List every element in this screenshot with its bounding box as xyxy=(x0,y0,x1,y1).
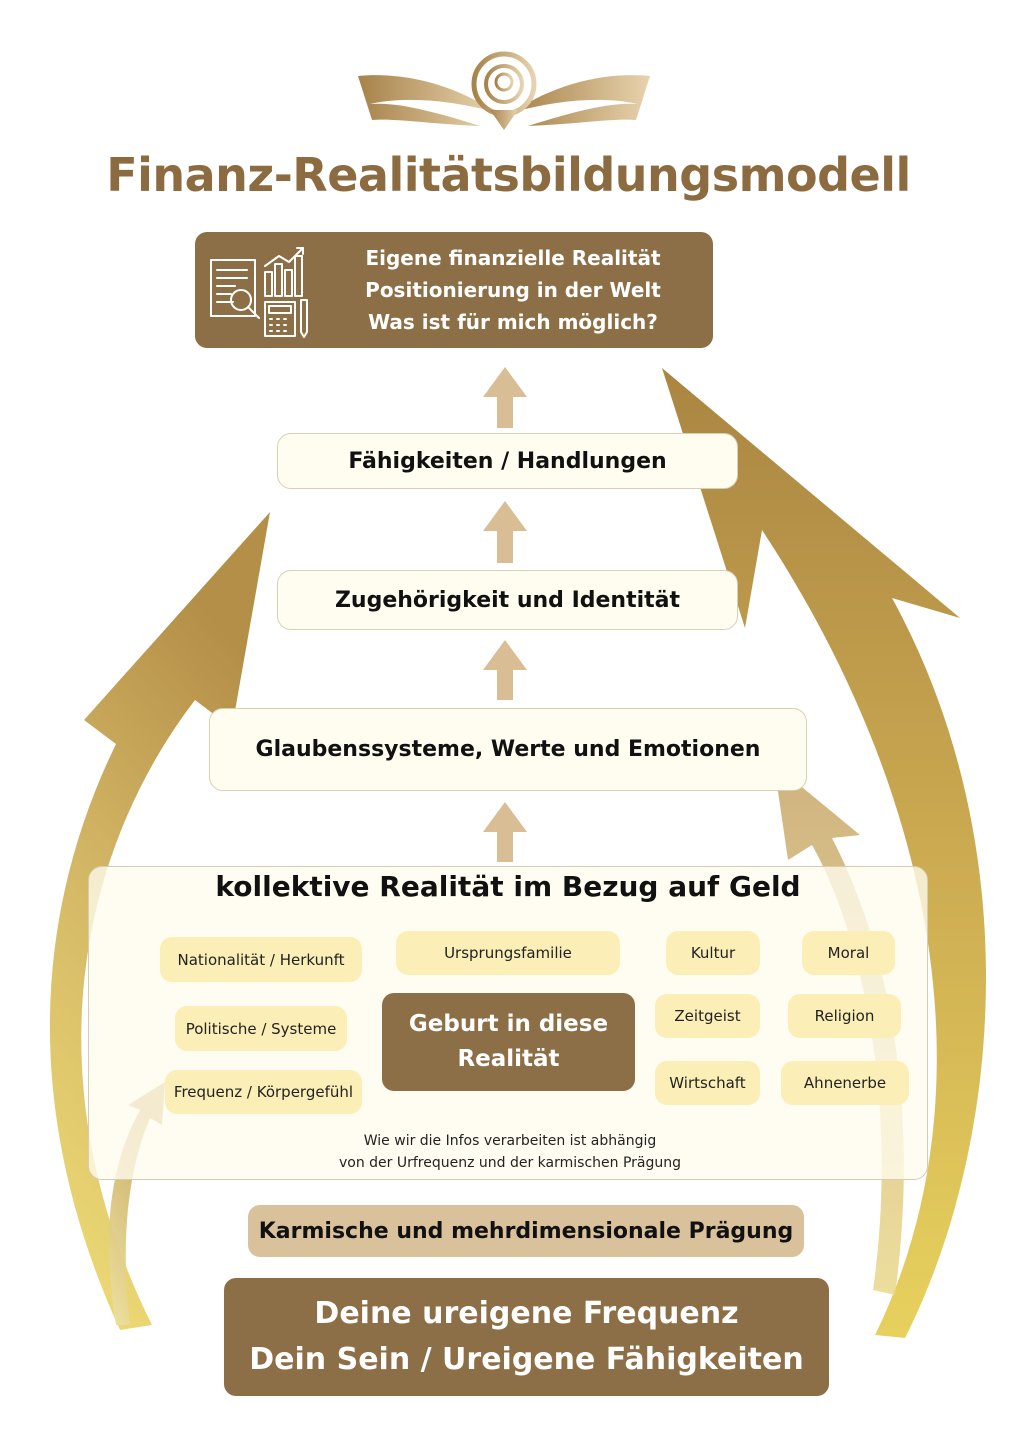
collective-reality-title: kollektive Realität im Bezug auf Geld xyxy=(215,870,801,903)
birth-box: Geburt in diese Realität xyxy=(382,993,635,1091)
chip-ahnenerbe: Ahnenerbe xyxy=(781,1061,909,1105)
bottom-line: Dein Sein / Ureigene Fähigkeiten xyxy=(249,1342,804,1377)
top-line: Positionierung in der Welt xyxy=(365,278,661,302)
left-swoosh-arrow xyxy=(49,512,271,1330)
page-title: Finanz-Realitätsbildungsmodell xyxy=(106,148,911,202)
chip-zeitgeist: Zeitgeist xyxy=(655,994,760,1038)
collective-note: Wie wir die Infos verarbeiten ist abhäng… xyxy=(240,1130,780,1174)
chip-ursprungsfamilie: Ursprungsfamilie xyxy=(396,931,620,975)
note-line: von der Urfrequenz und der karmischen Pr… xyxy=(338,1155,682,1171)
frequency-box: Deine ureigene Frequenz Dein Sein / Urei… xyxy=(224,1278,829,1396)
top-line: Eigene finanzielle Realität xyxy=(365,246,661,270)
up-arrow-icon xyxy=(483,367,527,862)
chip-wirtschaft: Wirtschaft xyxy=(655,1061,760,1105)
chip-politische-systeme: Politische / Systeme xyxy=(175,1006,347,1051)
level-zugehoerigkeit: Zugehörigkeit und Identität xyxy=(277,570,738,630)
chip-frequenz: Frequenz / Körpergefühl xyxy=(165,1070,362,1114)
small-swoosh-arrow xyxy=(108,1082,165,1325)
finance-report-icon xyxy=(210,247,308,338)
top-line: Was ist für mich möglich? xyxy=(368,310,658,334)
right-swoosh-arrow xyxy=(662,368,986,1338)
financial-reality-text: Eigene finanzielle Realität Positionieru… xyxy=(323,242,703,338)
bottom-line: Deine ureigene Frequenz xyxy=(314,1296,739,1331)
chip-moral: Moral xyxy=(802,931,895,975)
note-line: Wie wir die Infos verarbeiten ist abhäng… xyxy=(363,1133,657,1149)
birth-line: Geburt in diese xyxy=(408,1011,609,1037)
level-glaubenssysteme: Glaubenssysteme, Werte und Emotionen xyxy=(209,708,807,791)
karma-box: Karmische und mehrdimensionale Prägung xyxy=(248,1205,804,1257)
winged-logo-icon xyxy=(358,51,650,130)
chip-nationalitaet: Nationalität / Herkunft xyxy=(160,937,362,982)
chip-kultur: Kultur xyxy=(666,931,760,975)
birth-line: Realität xyxy=(457,1046,560,1072)
chip-religion: Religion xyxy=(788,994,901,1038)
financial-reality-box: Eigene finanzielle Realität Positionieru… xyxy=(195,232,713,348)
level-faehigkeiten: Fähigkeiten / Handlungen xyxy=(277,433,738,489)
